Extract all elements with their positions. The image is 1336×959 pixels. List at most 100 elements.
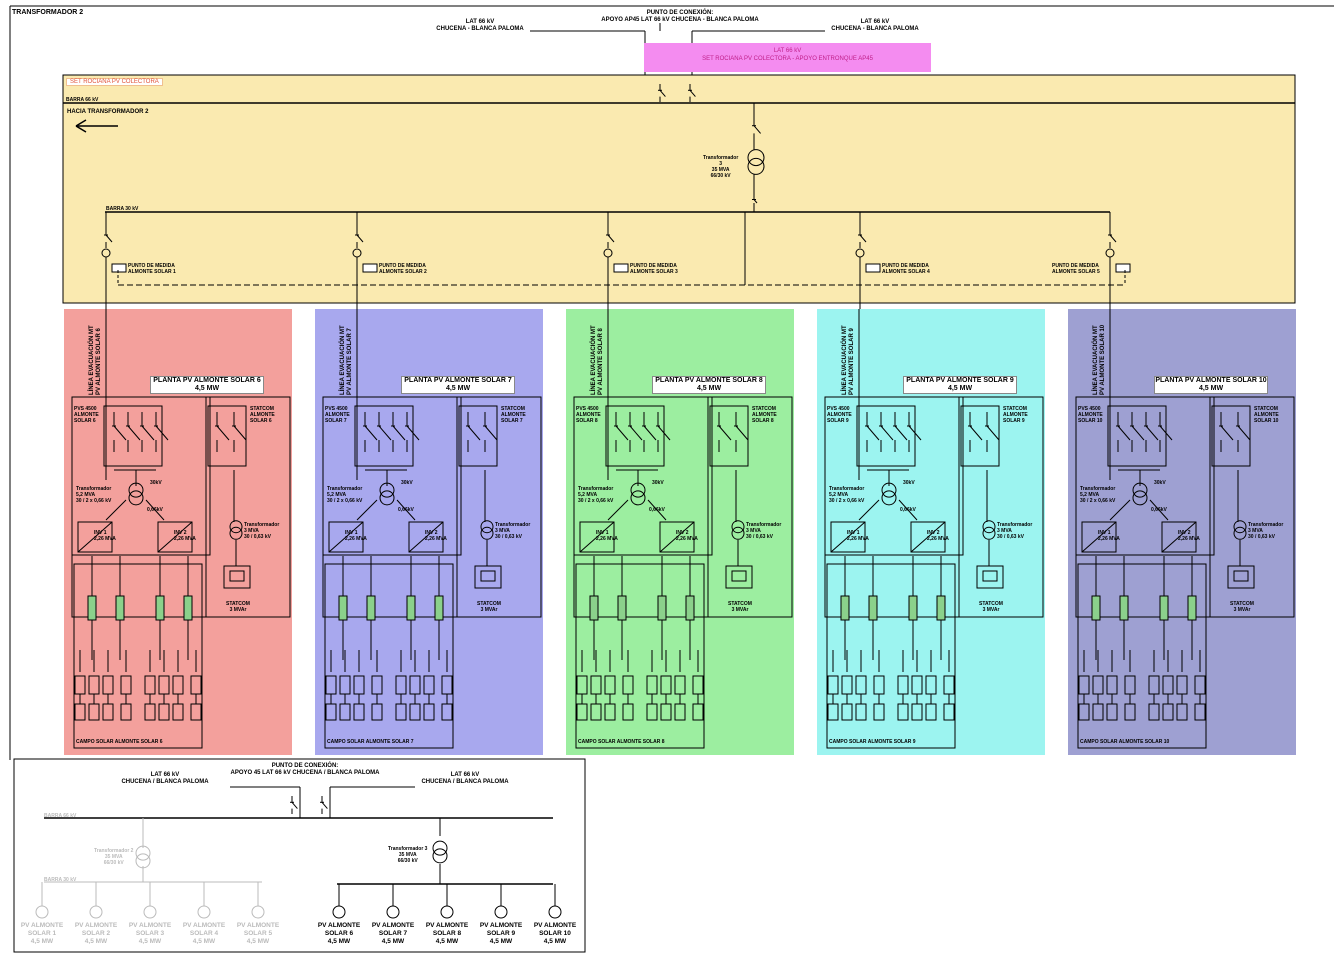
plant-6-inv1 xyxy=(77,521,113,553)
plant-6-statcom-trafo-w2 xyxy=(229,526,243,540)
feeder-4-breaker-blade xyxy=(859,234,867,243)
plant-8-trafo-w1 xyxy=(630,482,646,498)
plant-10-switchgear xyxy=(1107,405,1167,467)
summary-gen-6 xyxy=(332,905,346,919)
plant-8-statcom-switchgear xyxy=(709,405,749,467)
plant-7-string-1-box xyxy=(366,595,376,621)
plant-7-sw-2-blade xyxy=(392,425,406,441)
plant-6-field-label: CAMPO SOLAR ALMONTE SOLAR 6 xyxy=(76,739,163,745)
plant-8-statcom-unit xyxy=(725,565,753,589)
plant-9-statcom-core xyxy=(982,570,998,582)
summary-gen-7 xyxy=(386,905,400,919)
plant-7-statcom-trafo-w2 xyxy=(480,526,494,540)
plant-7-statcom-sw1-blade xyxy=(467,425,481,441)
plant-7-trafo-inv1 xyxy=(356,499,378,521)
plant-10-066kv-label: 0,66kV xyxy=(1151,507,1167,513)
plant-8-sw-3-blade xyxy=(657,425,671,441)
plant-10-trafo-w2 xyxy=(1132,490,1148,506)
plant-8-string-0-box xyxy=(589,595,599,621)
plant-9-statcom-switchgear xyxy=(960,405,1000,467)
summary-switch-2-blade xyxy=(321,801,328,809)
plant-9-inverter-box xyxy=(824,396,964,556)
summary-switch-1-blade xyxy=(291,801,298,809)
summary-transformer-3-w2 xyxy=(432,848,448,864)
plant-6-inv1-diag xyxy=(77,521,113,553)
plant-10-string-0-box xyxy=(1091,595,1101,621)
plant-9-30kv-label: 30kV xyxy=(903,480,915,486)
plant-10-statcom-trafo-w2 xyxy=(1233,526,1247,540)
plant-10-string-2-box xyxy=(1159,595,1169,621)
plant-6-trafo-inv2 xyxy=(145,499,165,521)
plant-7-string-0-box xyxy=(338,595,348,621)
plant-6-trafo-w2 xyxy=(128,490,144,506)
plant-8-switchgear xyxy=(605,405,665,467)
plant-6-statcom-sw2-blade xyxy=(233,425,247,441)
plant-7-inverter-box xyxy=(322,396,462,556)
plant-7-066kv-label: 0,66kV xyxy=(398,507,414,513)
feeder-3-meter xyxy=(613,263,629,273)
plant-8-inv2-diag xyxy=(659,521,695,553)
plant-6-trafo-inv1 xyxy=(105,499,127,521)
substation-area xyxy=(62,74,1296,304)
plant-8-field-box xyxy=(575,563,705,749)
plant-10-sw-0-blade xyxy=(1117,425,1131,441)
plant-9-statcom-sw2-blade xyxy=(986,425,1000,441)
connection-point-label: PUNTO DE CONEXIÓN:APOYO AP45 LAT 66 kV C… xyxy=(601,10,759,23)
plant-7-statcom-frame xyxy=(456,396,542,618)
plant-10-statcom-trafo-w1 xyxy=(1233,520,1247,534)
plant-6-statcom-trafo-w1 xyxy=(229,520,243,534)
plant-9-sw-2-blade xyxy=(894,425,908,441)
plant-9-inv1 xyxy=(830,521,866,553)
plant-8-statcom-core xyxy=(731,570,747,582)
plant-6-066kv-label: 0,66kV xyxy=(147,507,163,513)
plant-8-sw-0-blade xyxy=(615,425,629,441)
arrow-head xyxy=(75,119,87,133)
trafo-breaker-blade xyxy=(753,125,761,134)
plant-6-string-2-box xyxy=(155,595,165,621)
plant-9-string-3-box xyxy=(936,595,946,621)
plant-8-trafo-inv1 xyxy=(607,499,629,521)
plant-9-string-1-box xyxy=(868,595,878,621)
plant-10-inv2 xyxy=(1161,521,1197,553)
plant-9-inv1-diag xyxy=(830,521,866,553)
pink-line-box xyxy=(644,43,931,72)
summary-gen-9 xyxy=(494,905,508,919)
feeder-5-breaker-blade xyxy=(1109,234,1117,243)
plant-9-field-label: CAMPO SOLAR ALMONTE SOLAR 9 xyxy=(829,739,916,745)
summary-gen-10 xyxy=(548,905,562,919)
plant-7-30kv-label: 30kV xyxy=(401,480,413,486)
summary-busbar-30-label: BARRA 30 kV xyxy=(44,877,77,883)
switch-in-1-blade xyxy=(659,89,666,97)
plant-6-inv2-diag xyxy=(157,521,193,553)
plant-10-statcom-switchgear xyxy=(1211,405,1251,467)
plant-8-string-2-box xyxy=(657,595,667,621)
plant-6-sw-1-blade xyxy=(127,425,141,441)
plant-6-field-box xyxy=(73,563,203,749)
plant-10-statcom-sw2-blade xyxy=(1237,425,1251,441)
